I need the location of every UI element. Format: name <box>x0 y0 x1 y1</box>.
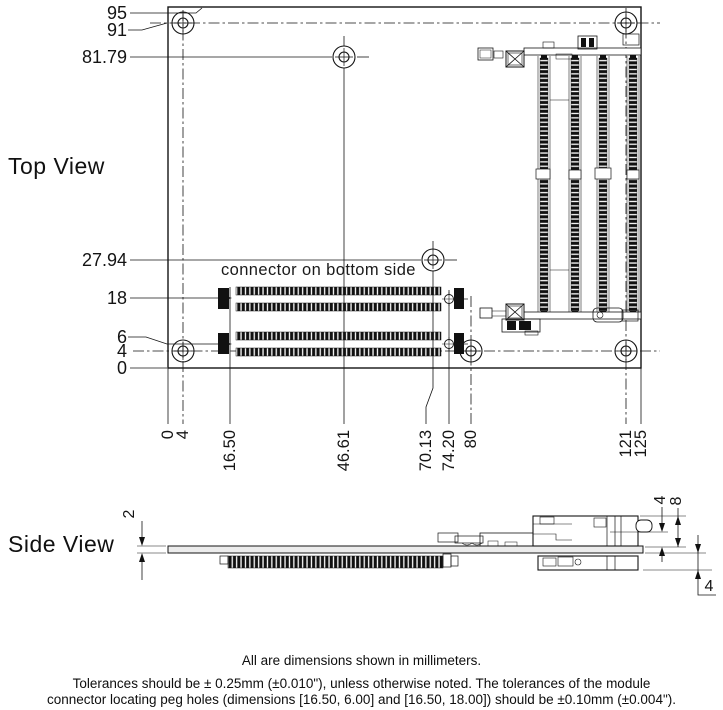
extension-lines <box>167 68 642 424</box>
locating-peg-hole <box>442 292 468 306</box>
left-dim-leaders <box>128 7 421 369</box>
mounting-hole <box>421 248 445 272</box>
axis-label-125: 125 <box>632 430 650 458</box>
sodimm-socket-top-view <box>477 33 642 336</box>
dim-label-91: 91 <box>106 20 127 40</box>
connector-end-cap <box>218 333 229 354</box>
sodimm-side-view <box>437 515 653 571</box>
units-note: All are dimensions shown in millimeters. <box>241 653 482 668</box>
axis-label-16-50: 16.50 <box>221 430 239 472</box>
dim-label-81-79: 81.79 <box>81 47 127 67</box>
top-view-title: Top View <box>8 153 105 179</box>
tolerance-note-line1: Tolerances should be ± 0.25mm (±0.010"),… <box>72 676 651 691</box>
sodimm-bottom-latch <box>479 303 642 336</box>
thickness-dimension <box>137 521 166 580</box>
locating-peg-hole <box>442 337 468 351</box>
axis-label-46-61: 46.61 <box>335 430 353 472</box>
mounting-hole <box>332 45 356 69</box>
sodimm-top-latch <box>477 33 642 68</box>
dim-label-top-8: 8 <box>668 496 685 506</box>
board-connector-side-view <box>219 553 459 569</box>
dim-label-thickness-2: 2 <box>121 509 138 519</box>
dim-label-0: 0 <box>116 358 127 378</box>
centerline-ticks <box>343 36 457 261</box>
dim-label-6: 6 <box>116 327 127 347</box>
side-view-right-dimensions <box>610 507 716 596</box>
axis-label-70-13: 70.13 <box>417 430 435 472</box>
connector-row-cd <box>218 331 468 357</box>
axis-label-74-20: 74.20 <box>440 430 458 472</box>
connector-end-cap <box>454 333 464 354</box>
pcb-side-profile <box>167 545 644 554</box>
card-edge-tab <box>635 519 653 533</box>
tolerance-note-line2: connector locating peg holes (dimensions… <box>46 692 676 707</box>
connector-end-cap <box>218 288 229 309</box>
dim-label-27-94: 27.94 <box>81 250 127 270</box>
axis-label-4: 4 <box>174 430 192 440</box>
dim-label-4: 4 <box>116 341 127 361</box>
dim-label-18: 18 <box>106 288 127 308</box>
board-outline <box>167 6 642 369</box>
dim-label-bottom-4: 4 <box>704 578 714 595</box>
connector-note: connector on bottom side <box>221 261 416 279</box>
side-view-linework <box>137 507 716 596</box>
connector-end-cap <box>454 288 464 309</box>
side-view-title: Side View <box>8 531 115 557</box>
sodimm-pin-rows <box>535 53 640 317</box>
top-view-linework <box>128 6 660 424</box>
axis-label-80: 80 <box>462 430 480 449</box>
dim-label-95: 95 <box>106 3 127 23</box>
connector-row-ab <box>218 286 468 312</box>
